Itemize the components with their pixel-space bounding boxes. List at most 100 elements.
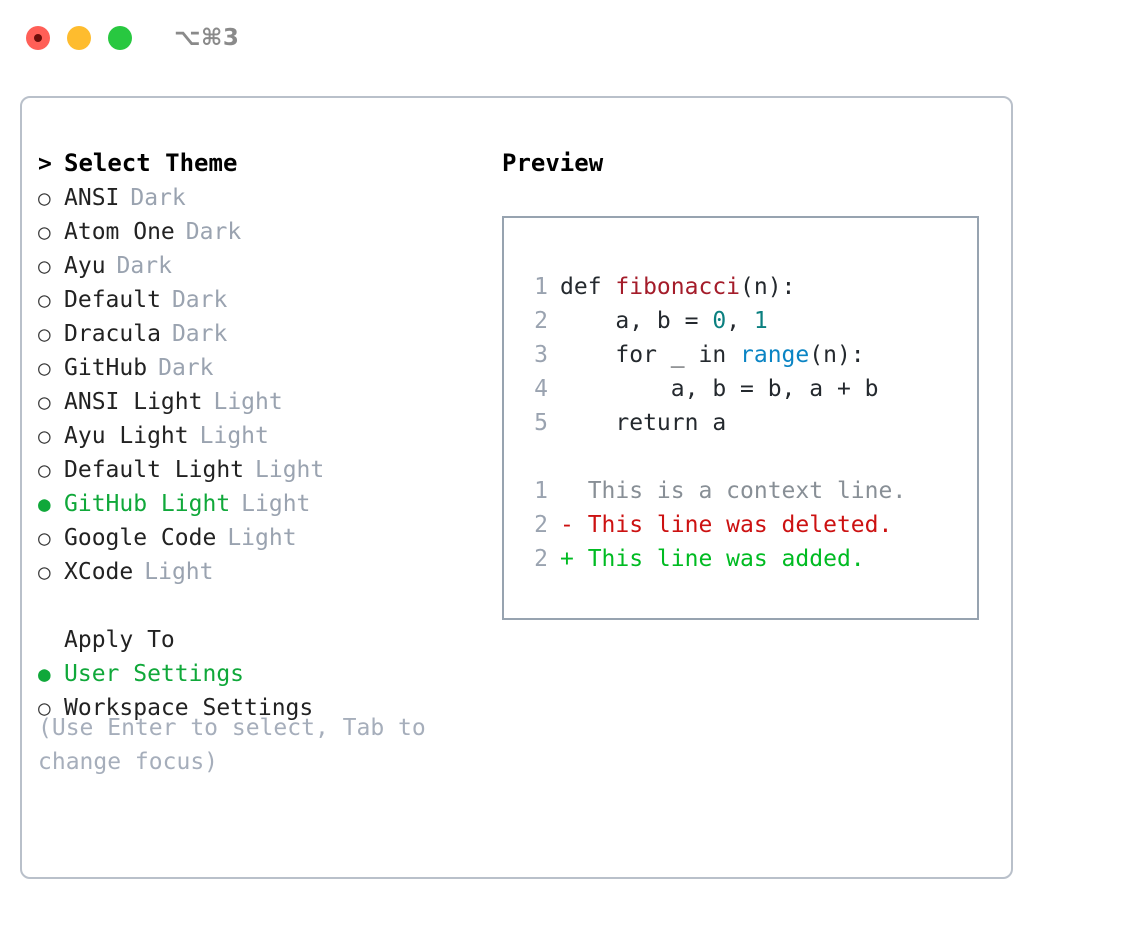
code-token: , — [726, 308, 754, 334]
keyboard-shortcut-label: ⌥⌘3 — [174, 25, 240, 51]
diff-sample: 1 This is a context line. 2 - This line wa… — [522, 474, 977, 576]
spacer — [38, 589, 498, 623]
radio-unselected-icon: ○ — [38, 390, 51, 414]
radio-unselected-icon: ○ — [38, 356, 51, 380]
theme-name: Atom One — [64, 219, 175, 245]
select-theme-heading: > Select Theme — [38, 146, 498, 181]
diff-line-added: 2+ This line was added. — [522, 542, 977, 576]
apply-to-option[interactable]: ○Workspace Settings — [38, 691, 498, 725]
theme-name: ANSI — [64, 185, 120, 211]
radio-unselected-icon: ○ — [38, 322, 51, 346]
close-button[interactable] — [26, 26, 50, 50]
apply-to-option-label: Workspace Settings — [64, 695, 314, 721]
title-bar: ⌥⌘3 — [0, 0, 1140, 76]
theme-name: XCode — [64, 559, 134, 585]
code-token: 1 — [753, 308, 768, 334]
line-number: 2 — [534, 512, 548, 538]
theme-variant-badge: Dark — [185, 219, 242, 245]
theme-variant-badge: Light — [255, 457, 325, 483]
code-token: a, b = b, a + b — [560, 376, 879, 402]
line-number: 2 — [534, 308, 548, 334]
code-token: (n): — [809, 342, 865, 368]
apply-to-heading: · Apply To — [38, 623, 498, 657]
apply-to-list: ●User Settings○Workspace Settings — [38, 657, 498, 725]
code-token: a, b = — [560, 308, 713, 334]
code-line: 2 a, b = 0, 1 — [522, 304, 977, 338]
radio-unselected-icon: ○ — [38, 424, 51, 448]
theme-variant-badge: Dark — [130, 185, 186, 211]
radio-unselected-icon: ○ — [38, 458, 51, 482]
radio-unselected-icon: ○ — [38, 288, 51, 312]
theme-name: Ayu Light — [64, 423, 189, 449]
diff-line-context: 1 This is a context line. — [522, 474, 977, 508]
theme-variant-badge: Light — [213, 389, 283, 415]
theme-variant-badge: Dark — [171, 287, 228, 313]
theme-name: Default — [64, 287, 161, 313]
code-token: for _ in — [560, 342, 741, 368]
minimize-button[interactable] — [67, 26, 91, 50]
radio-unselected-icon: ○ — [38, 186, 51, 210]
line-number: 1 — [534, 274, 548, 300]
line-number: 4 — [534, 376, 548, 402]
apply-to-option-label: User Settings — [64, 661, 245, 687]
theme-variant-badge: Light — [144, 559, 214, 585]
theme-name: ANSI Light — [64, 389, 203, 415]
line-number: 5 — [534, 410, 548, 436]
code-line: 5 return a — [522, 406, 977, 440]
apply-to-label: Apply To — [64, 627, 175, 653]
diff-line-deleted: 2 - This line was deleted. — [522, 508, 977, 542]
code-token: return a — [560, 410, 727, 436]
apply-to-option[interactable]: ●User Settings — [38, 657, 498, 691]
radio-unselected-icon: ○ — [38, 220, 51, 244]
diff-line-text: This is a context line. — [560, 478, 907, 504]
code-token: fibonacci — [615, 274, 741, 300]
preview-title: Preview — [502, 149, 604, 177]
theme-name: GitHub — [64, 355, 148, 381]
focus-caret-icon: > — [38, 151, 52, 177]
theme-variant-badge: Light — [199, 423, 269, 449]
theme-list-item[interactable]: ○ ANSI Dark — [38, 181, 498, 215]
theme-list-item[interactable]: ○ Default Dark — [38, 283, 498, 317]
code-token: 0 — [712, 308, 727, 334]
window-controls — [26, 26, 132, 50]
code-token: range — [740, 342, 810, 368]
code-token: def — [560, 274, 616, 300]
theme-name: Google Code — [64, 525, 217, 551]
radio-selected-icon: ● — [38, 492, 51, 516]
theme-list-item[interactable]: ○ Ayu Dark — [38, 249, 498, 283]
theme-variant-badge: Dark — [116, 253, 172, 279]
code-line: 4 a, b = b, a + b — [522, 372, 977, 406]
theme-name: Ayu — [64, 253, 106, 279]
zoom-button[interactable] — [108, 26, 132, 50]
code-spacer — [522, 440, 977, 474]
code-line: 3 for _ in range(n): — [522, 338, 977, 372]
theme-variant-badge: Light — [227, 525, 297, 551]
blank-marker: · — [38, 623, 64, 657]
line-number: 1 — [534, 478, 548, 504]
theme-list-item[interactable]: ○ Ayu Light Light — [38, 419, 498, 453]
diff-line-text: - This line was deleted. — [560, 512, 893, 538]
radio-unselected-icon: ○ — [38, 526, 51, 550]
theme-variant-badge: Light — [241, 491, 311, 517]
line-number: 3 — [534, 342, 548, 368]
theme-list-item[interactable]: ○ Google Code Light — [38, 521, 498, 555]
code-token: (n): — [740, 274, 796, 300]
code-line: 1 def fibonacci(n): — [522, 270, 977, 304]
theme-name: Dracula — [64, 321, 161, 347]
close-icon — [34, 34, 42, 42]
theme-list-item[interactable]: ○ Atom One Dark — [38, 215, 498, 249]
diff-line-text: + This line was added. — [560, 546, 865, 572]
radio-unselected-icon: ○ — [38, 254, 51, 278]
theme-list-item[interactable]: ○ ANSI Light Light — [38, 385, 498, 419]
